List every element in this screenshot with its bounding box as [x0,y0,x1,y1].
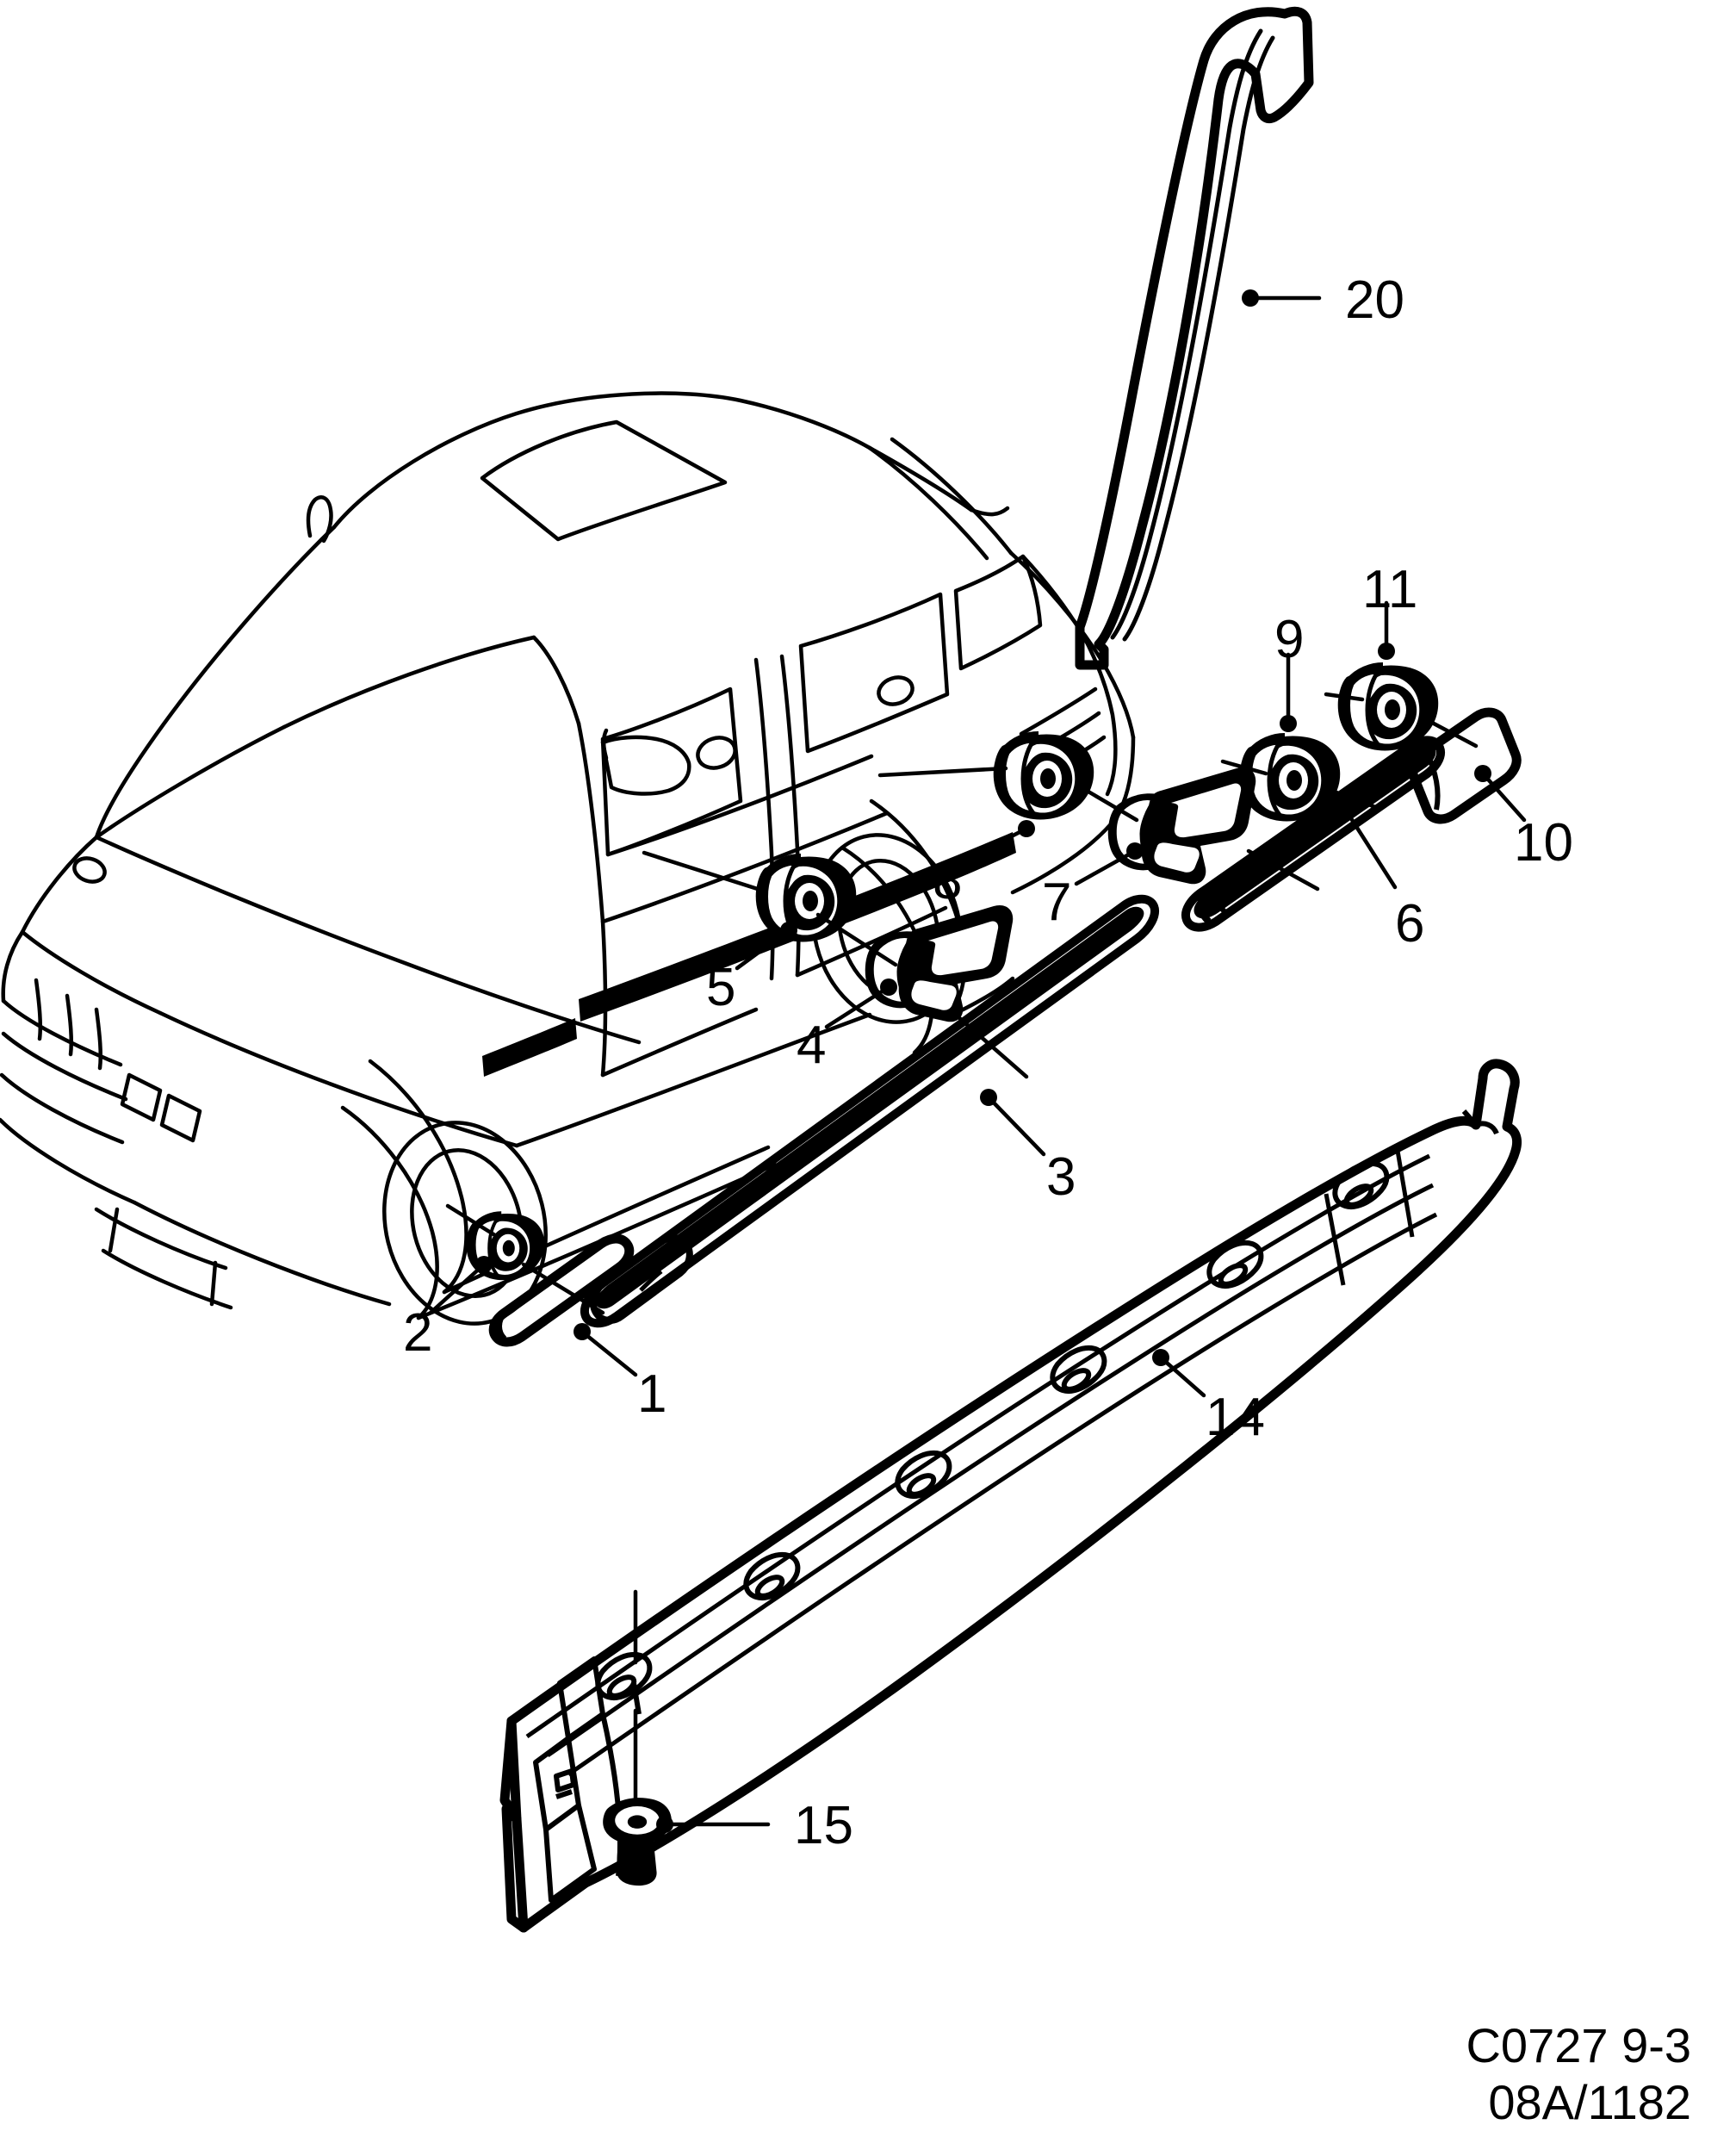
callout-label-7: 7 [1042,873,1072,932]
callout-label-14: 14 [1206,1388,1265,1447]
callout-label-1: 1 [637,1364,667,1424]
footer-code-line1: C0727 9-3 [1466,2018,1691,2072]
callout-label-4: 4 [797,1016,827,1075]
callout-label-6: 6 [1395,894,1425,954]
callout-label-11: 11 [1362,560,1418,619]
callout-label-5: 5 [706,958,736,1017]
callout-label-8: 8 [933,851,963,910]
footer-code-line2: 08A/1182 [1488,2075,1691,2129]
callout-label-15: 15 [794,1796,853,1855]
callout-label-9: 9 [1274,610,1305,669]
callout-label-10: 10 [1514,813,1573,873]
callout-label-3: 3 [1046,1147,1076,1207]
callout-label-2: 2 [403,1303,433,1363]
callout-label-20: 20 [1345,270,1404,330]
